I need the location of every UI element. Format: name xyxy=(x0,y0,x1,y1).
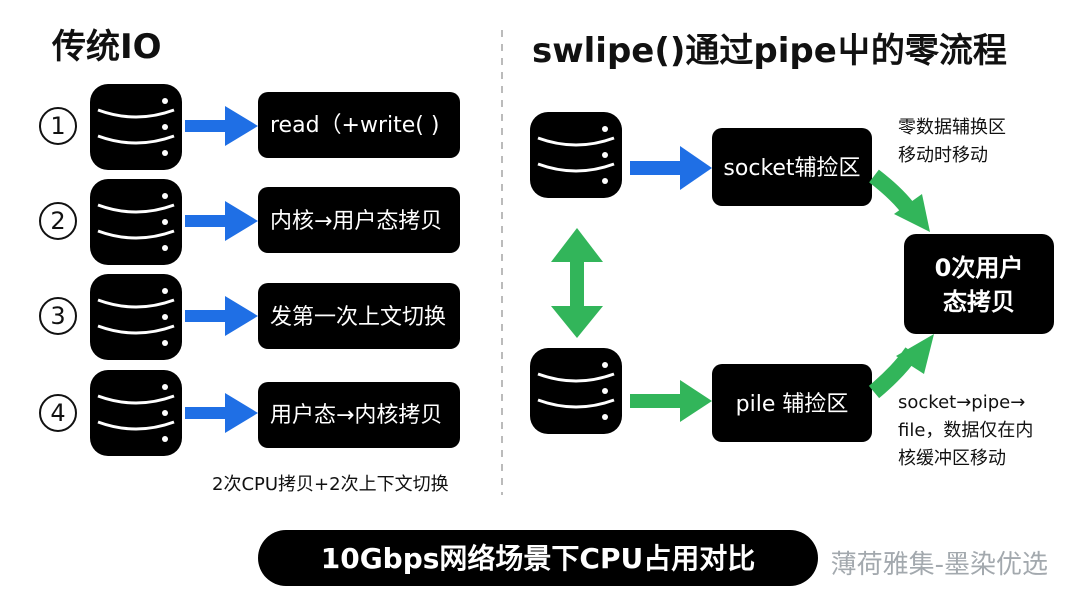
top-note-line-2: 移动时移动 xyxy=(898,145,988,166)
database-icon xyxy=(88,368,184,458)
bottom-note-line-2: file，数据仅在内 xyxy=(898,420,1033,441)
step-2: 2 内核→用户态拷贝 xyxy=(39,177,460,267)
step-4-circle xyxy=(39,394,77,432)
step-3-number: 3 xyxy=(50,302,65,330)
zero-copy-line-2: 态拷贝 xyxy=(943,288,1015,316)
database-icon xyxy=(88,177,184,267)
step-2-box xyxy=(258,187,460,253)
watermark-text: 薄荷雅集-墨染优选 xyxy=(831,550,1048,580)
database-icon xyxy=(528,110,624,200)
bottom-note-line-3: 核缓冲区移动 xyxy=(898,448,1006,469)
step-1-box xyxy=(258,92,460,158)
step-1-circle xyxy=(39,107,77,145)
step-1-label: read（+write( ) xyxy=(270,113,439,138)
step-4-label: 用户态→内核拷贝 xyxy=(270,403,442,428)
blue-arrow-icon xyxy=(185,393,258,433)
step-1: 1 read（+write( ) xyxy=(39,82,460,172)
step-2-number: 2 xyxy=(50,207,65,235)
right-title: swlipe()通过pipe屮的零流程 xyxy=(532,31,1007,71)
blue-arrow-icon xyxy=(630,146,712,190)
database-icon xyxy=(528,346,624,436)
step-4-box xyxy=(258,382,460,448)
database-icon xyxy=(88,82,184,172)
left-summary-note: 2次CPU拷贝+2次上下文切换 xyxy=(212,474,449,495)
step-2-label: 内核→用户态拷贝 xyxy=(270,209,442,234)
blue-arrow-icon xyxy=(185,106,258,146)
step-3-circle xyxy=(39,297,77,335)
bidirectional-arrow-icon xyxy=(551,228,603,338)
socket-buffer-label: socket辅捡区 xyxy=(723,156,860,181)
database-icon xyxy=(88,272,184,362)
step-3: 3 发第一次上文切换 xyxy=(39,272,460,362)
blue-arrow-icon xyxy=(185,296,258,336)
footer-pill xyxy=(258,530,818,586)
step-2-circle xyxy=(39,202,77,240)
curved-green-arrow-icon xyxy=(868,334,934,399)
curved-green-arrow-icon xyxy=(869,169,930,232)
step-3-label: 发第一次上文切换 xyxy=(270,305,446,330)
footer-label: 10Gbps网络场景下CPU占用对比 xyxy=(321,542,756,575)
pile-buffer-box xyxy=(712,364,872,442)
step-4: 4 用户态→内核拷贝 xyxy=(39,368,460,458)
step-3-box xyxy=(258,283,460,349)
bottom-note-line-1: socket→pipe→ xyxy=(898,392,1025,413)
green-arrow-icon xyxy=(630,380,712,422)
step-1-number: 1 xyxy=(50,112,65,140)
left-title: 传统IO xyxy=(51,27,162,67)
zero-copy-line-1: 0次用户 xyxy=(935,254,1024,282)
socket-buffer-box xyxy=(712,128,872,206)
blue-arrow-icon xyxy=(185,201,258,241)
pile-buffer-label: pile 辅捡区 xyxy=(736,392,849,417)
step-4-number: 4 xyxy=(50,399,65,427)
zero-copy-box xyxy=(904,234,1054,334)
top-note-line-1: 零数据辅换区 xyxy=(898,117,1006,138)
